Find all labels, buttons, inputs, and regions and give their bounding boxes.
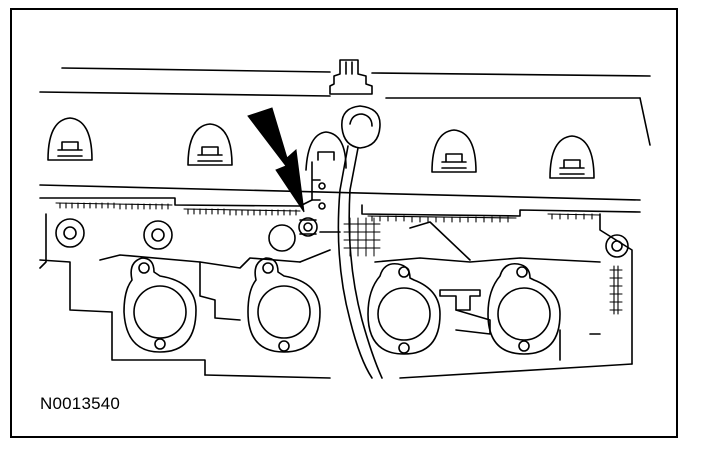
port-4 [487, 262, 561, 355]
bolt-bosses [55, 218, 629, 258]
sensor-connector [311, 105, 383, 379]
cam-cap-2 [187, 123, 233, 166]
cam-cap-4 [431, 129, 477, 173]
stud-bolt [329, 59, 373, 95]
cam-cap-3 [305, 131, 347, 171]
figure-code: N0013540 [40, 394, 121, 413]
port-3 [367, 262, 441, 355]
valve-cover-outline [39, 67, 651, 146]
figure-frame [10, 8, 678, 438]
arrow-icon [247, 107, 305, 213]
port-1 [123, 257, 197, 353]
cam-cap-domes [47, 117, 595, 179]
cam-cap-5 [549, 135, 595, 179]
gasket-hatching [55, 202, 623, 315]
port-flanges [123, 257, 561, 355]
cylinder-head-body [39, 184, 641, 379]
cam-cap-1 [47, 117, 93, 161]
sensor-nut [298, 217, 318, 237]
port-2 [247, 257, 321, 353]
